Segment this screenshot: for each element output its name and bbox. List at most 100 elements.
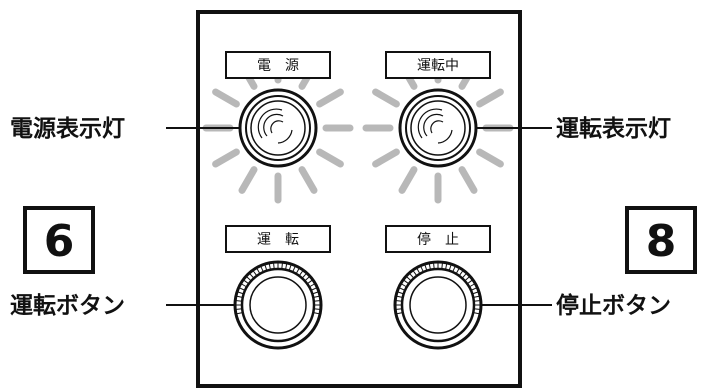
run-button-knurl-tick (249, 273, 254, 278)
run-button-knurl-tick (292, 266, 296, 272)
run-button-knurl-tick (307, 279, 313, 284)
running-lamp-ray (458, 166, 478, 194)
run-button-knurl-tick (241, 283, 247, 287)
run-button-knurl-tick (260, 266, 264, 272)
run-button-knurl-tick (256, 268, 260, 274)
stop-button-knurl-tick (473, 291, 479, 295)
stop-button-knurl-tick (406, 276, 411, 281)
number-badge-left-text: 6 (44, 216, 75, 267)
running-lamp-ray (476, 148, 504, 168)
number-badge-right: 8 (625, 206, 697, 274)
stop-button-knurl-tick (401, 283, 407, 287)
run-button-knurl-tick (314, 308, 320, 310)
run-button-callout: 運転ボタン (10, 293, 125, 319)
stop-button-knurl-tick (474, 308, 480, 310)
stop-button-knurl-tick (441, 263, 443, 269)
power-lamp-icon (238, 88, 318, 168)
stop-button-knurl-tick (433, 263, 435, 269)
running-lamp-icon (398, 88, 478, 168)
power-lamp-label: 電 源 (257, 58, 299, 74)
run-button-knurl-tick (237, 291, 243, 295)
stop-button-knurl-tick (474, 300, 480, 302)
run-button-knurl-tick (302, 273, 307, 278)
run-button-icon (233, 260, 323, 350)
stop-button-knurl-tick (452, 266, 456, 272)
stop-button-knurl-tick (465, 276, 470, 281)
stop-button-knurl-tick (448, 264, 452, 270)
running-lamp-ray (372, 88, 400, 108)
stop-button-knurl-tick (467, 279, 473, 284)
stop-button-knurl-tick (412, 270, 417, 276)
run-button-knurl-tick (305, 276, 310, 281)
stop-button-label-plate: 停 止 (385, 225, 491, 253)
stop-button-knurl-tick (396, 300, 402, 302)
stop-button-knurl-tick (399, 287, 405, 291)
stop-button-knurl-tick (424, 264, 428, 270)
run-button-knurl-tick (314, 295, 320, 298)
stop-button-knurl-tick (474, 312, 480, 315)
power-lamp-ray (212, 88, 240, 108)
running-lamp-label-plate: 運転中 (385, 51, 491, 79)
power-lamp-callout: 電源表示灯 (10, 116, 125, 142)
stop-button-knurl-tick (396, 312, 402, 315)
run-button-knurl-tick (236, 308, 242, 310)
running-lamp-label: 運転中 (417, 58, 459, 74)
stop-button-knurl-tick (403, 279, 409, 284)
power-lamp-ray (212, 148, 240, 168)
stop-button-knurl-tick (397, 291, 403, 295)
run-button-knurl-tick (236, 312, 242, 315)
run-button-knurl-tick (236, 295, 242, 298)
run-button-knurl-tick (288, 264, 292, 270)
run-button-knurl-tick (311, 287, 317, 291)
run-button-label-plate: 運 転 (225, 225, 331, 253)
stop-button-knurl-tick (471, 287, 477, 291)
power-lamp-ray (316, 88, 344, 108)
run-button-knurl-tick (236, 300, 242, 302)
power-lamp-ray (238, 166, 258, 194)
number-badge-right-text: 8 (646, 216, 677, 267)
stop-button-knurl-tick (445, 263, 448, 269)
run-button-knurl-tick (309, 283, 315, 287)
run-button-label: 運 転 (257, 232, 299, 248)
run-button-knurl-tick (239, 287, 245, 291)
stop-button-knurl-tick (469, 283, 475, 287)
power-lamp-ray (316, 148, 344, 168)
run-button-knurl-tick (314, 300, 320, 302)
run-button-knurl-tick (281, 263, 283, 269)
running-lamp-ray (372, 148, 400, 168)
stop-button-knurl-tick (474, 295, 480, 298)
run-button-knurl-tick (314, 312, 320, 315)
stop-button-knurl-tick (416, 268, 420, 274)
stop-button-icon (393, 260, 483, 350)
stop-button-knurl-tick (456, 268, 460, 274)
stop-button-callout: 停止ボタン (556, 292, 671, 319)
stop-button-knurl-tick (396, 295, 402, 298)
power-lamp-ray (298, 166, 318, 194)
run-button-knurl-tick (246, 276, 251, 281)
run-button-knurl-tick (264, 264, 268, 270)
stop-button-knurl (396, 263, 480, 315)
run-button-knurl-tick (313, 291, 319, 295)
run-button-knurl-tick (252, 270, 257, 276)
stop-button-knurl-tick (409, 273, 414, 278)
stop-button-knurl-tick (462, 273, 467, 278)
number-badge-left: 6 (23, 206, 95, 274)
power-lamp-label-plate: 電 源 (225, 51, 331, 79)
running-lamp-callout: 運転表示灯 (556, 116, 671, 142)
stop-button-knurl-tick (396, 308, 402, 310)
run-button-knurl-tick (299, 270, 304, 276)
running-lamp-ray (398, 166, 418, 194)
run-button-knurl-tick (268, 263, 271, 269)
stop-button-knurl-tick (459, 270, 464, 276)
run-button-knurl-tick (273, 263, 275, 269)
stop-button-knurl-tick (420, 266, 424, 272)
run-button-knurl (236, 263, 320, 315)
run-button-knurl-tick (296, 268, 300, 274)
run-button-knurl-tick (285, 263, 288, 269)
stop-button-label: 停 止 (417, 231, 459, 248)
run-button-knurl-tick (243, 279, 249, 284)
running-lamp-ray (476, 88, 504, 108)
stop-button-knurl-tick (428, 263, 431, 269)
